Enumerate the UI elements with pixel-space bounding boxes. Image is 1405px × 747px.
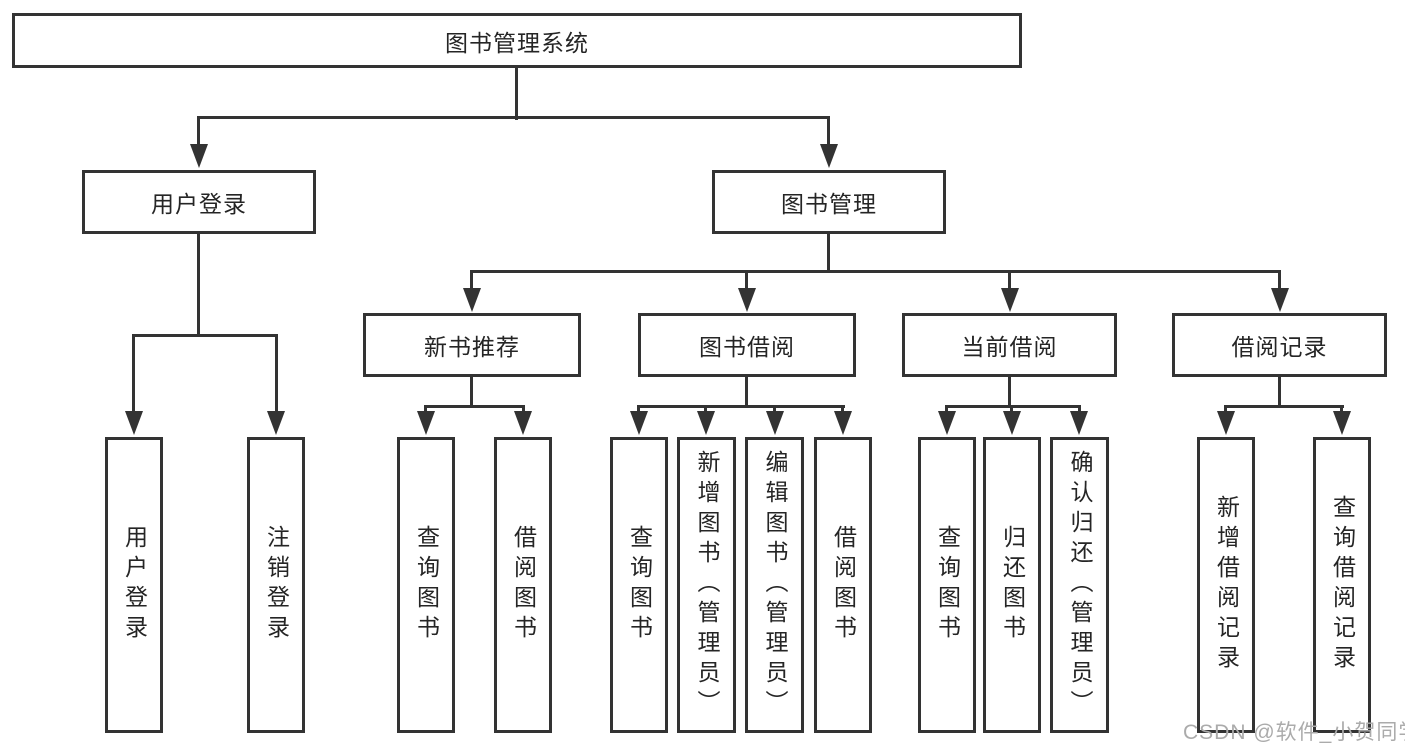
- leaf-bb-add-books-admin: 新增图书（管理员）: [677, 437, 736, 733]
- down-arrowhead-user-login: [190, 144, 208, 168]
- connector-borrow-records-trunk: [1278, 377, 1281, 408]
- leaf-logout: 注销登录: [247, 437, 305, 733]
- node-book-management-label: 图书管理: [781, 191, 877, 217]
- down-arrowhead-borrow-records: [1271, 288, 1289, 312]
- leaf-rec-borrow-books-label: 借阅图书: [510, 525, 537, 645]
- node-library-management-system-label: 图书管理系统: [445, 29, 589, 56]
- node-borrow-records-label: 借阅记录: [1231, 334, 1328, 360]
- leaf-bb-add-books-admin-label: 新增图书（管理员）: [694, 450, 720, 720]
- node-library-management-system: 图书管理系统: [12, 13, 1022, 68]
- leaf-bb-query-books: 查询图书: [610, 437, 668, 733]
- connector-book-borrow-rail: [637, 405, 845, 408]
- connector-shaft-user-login: [197, 116, 200, 150]
- node-book-borrow: 图书借阅: [638, 313, 856, 377]
- leaf-br-add-record-label: 新增借阅记录: [1213, 495, 1240, 675]
- leaf-cb-return-books-label: 归还图书: [999, 525, 1026, 645]
- connector-shaft-book-management: [827, 116, 830, 150]
- down-arrowhead-bb-add: [697, 411, 715, 435]
- leaf-br-add-record: 新增借阅记录: [1197, 437, 1255, 733]
- node-new-book-recommend: 新书推荐: [363, 313, 581, 377]
- down-arrowhead-leaf-logout: [267, 411, 285, 435]
- connector-borrow-records-rail: [1224, 405, 1344, 408]
- node-book-management: 图书管理: [712, 170, 946, 234]
- node-current-borrow-label: 当前借阅: [961, 334, 1058, 360]
- connector-shaft-new-book-recommend: [470, 270, 473, 294]
- connector-new-book-recommend-trunk: [470, 377, 473, 408]
- down-arrowhead-current-borrow: [1001, 288, 1019, 312]
- leaf-logout-label: 注销登录: [263, 525, 290, 645]
- node-user-login-label: 用户登录: [151, 191, 247, 217]
- leaf-bb-borrow-books: 借阅图书: [814, 437, 872, 733]
- down-arrowhead-cb-return: [1003, 411, 1021, 435]
- leaf-rec-borrow-books: 借阅图书: [494, 437, 552, 733]
- connector-book-management-trunk: [827, 234, 830, 273]
- down-arrowhead-bb-borrow: [834, 411, 852, 435]
- node-current-borrow: 当前借阅: [902, 313, 1117, 377]
- leaf-rec-query-books: 查询图书: [397, 437, 455, 733]
- node-borrow-records: 借阅记录: [1172, 313, 1387, 377]
- down-arrowhead-rec-borrow: [514, 411, 532, 435]
- down-arrowhead-cb-confirm: [1070, 411, 1088, 435]
- leaf-cb-confirm-return-admin-label: 确认归还（管理员）: [1067, 450, 1093, 720]
- connector-book-borrow-trunk: [745, 377, 748, 408]
- connector-user-login-rail: [132, 334, 278, 337]
- node-book-borrow-label: 图书借阅: [699, 334, 795, 360]
- leaf-user-login: 用户登录: [105, 437, 163, 733]
- down-arrowhead-rec-query: [417, 411, 435, 435]
- connector-current-borrow-rail: [945, 405, 1081, 408]
- connector-new-book-recommend-rail: [424, 405, 525, 408]
- down-arrowhead-leaf-user-login: [125, 411, 143, 435]
- leaf-cb-return-books: 归还图书: [983, 437, 1041, 733]
- leaf-cb-query-books: 查询图书: [918, 437, 976, 733]
- connector-shaft-borrow-records: [1278, 270, 1281, 294]
- leaf-user-login-label: 用户登录: [121, 525, 148, 645]
- csdn-watermark: CSDN @软件_小贺同学: [1183, 721, 1405, 744]
- down-arrowhead-bb-edit: [766, 411, 784, 435]
- down-arrowhead-book-management: [820, 144, 838, 168]
- connector-user-login-trunk: [197, 234, 200, 337]
- connector-root-rail: [197, 116, 830, 119]
- connector-shaft-leaf-user-login: [132, 334, 135, 417]
- leaf-bb-borrow-books-label: 借阅图书: [830, 525, 857, 645]
- down-arrowhead-br-add: [1217, 411, 1235, 435]
- connector-shaft-book-borrow: [745, 270, 748, 294]
- leaf-bb-query-books-label: 查询图书: [626, 525, 653, 645]
- down-arrowhead-br-query: [1333, 411, 1351, 435]
- connector-shaft-current-borrow: [1008, 270, 1011, 294]
- down-arrowhead-new-book-recommend: [463, 288, 481, 312]
- leaf-br-query-record-label: 查询借阅记录: [1329, 495, 1356, 675]
- down-arrowhead-bb-query: [630, 411, 648, 435]
- leaf-rec-query-books-label: 查询图书: [413, 525, 440, 645]
- connector-book-management-rail: [470, 270, 1281, 273]
- node-user-login: 用户登录: [82, 170, 316, 234]
- connector-shaft-leaf-logout: [275, 334, 278, 417]
- leaf-bb-edit-books-admin-label: 编辑图书（管理员）: [762, 450, 788, 720]
- down-arrowhead-book-borrow: [738, 288, 756, 312]
- connector-current-borrow-trunk: [1008, 377, 1011, 408]
- connector-root-trunk: [515, 68, 518, 120]
- leaf-bb-edit-books-admin: 编辑图书（管理员）: [745, 437, 804, 733]
- node-new-book-recommend-label: 新书推荐: [424, 334, 520, 360]
- leaf-cb-confirm-return-admin: 确认归还（管理员）: [1050, 437, 1109, 733]
- leaf-cb-query-books-label: 查询图书: [934, 525, 961, 645]
- leaf-br-query-record: 查询借阅记录: [1313, 437, 1371, 733]
- down-arrowhead-cb-query: [938, 411, 956, 435]
